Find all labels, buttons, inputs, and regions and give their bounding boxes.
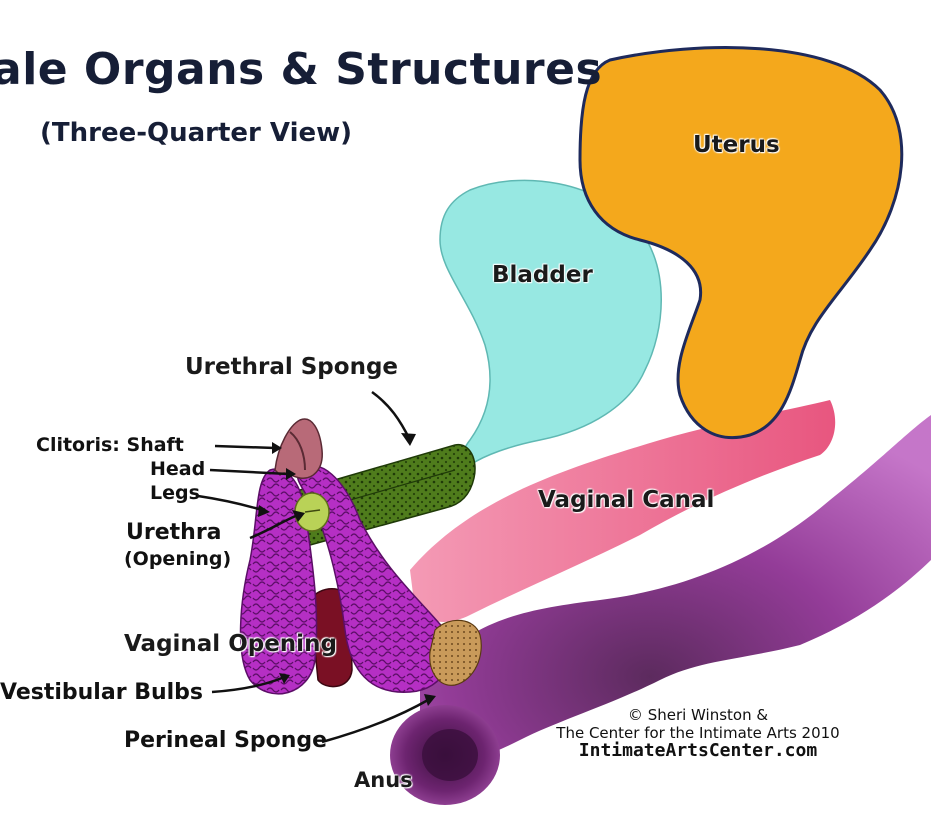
label-vaginal-canal: Vaginal Canal <box>538 487 714 513</box>
label-perineal-sponge: Perineal Sponge <box>124 728 327 753</box>
arrow-clitoris-shaft <box>215 446 275 448</box>
credit-line-1: © Sheri Winston & <box>548 706 848 724</box>
label-vestibular-bulbs: Vestibular Bulbs <box>0 680 203 705</box>
label-urethra-opening: (Opening) <box>124 548 231 570</box>
label-uterus: Uterus <box>693 132 780 158</box>
credit-url: IntimateArtsCenter.com <box>548 742 848 760</box>
copyright-credit: © Sheri Winston & The Center for the Int… <box>548 706 848 760</box>
label-vaginal-opening: Vaginal Opening <box>124 631 337 657</box>
label-anus: Anus <box>354 768 413 792</box>
label-clitoris-legs: Legs <box>150 482 200 504</box>
page-title: ale Organs & Structures <box>0 44 602 95</box>
arrow-urethral-sponge <box>372 392 410 440</box>
clitoris-shaft-shape <box>275 419 322 478</box>
label-clitoris-shaft: Clitoris: Shaft <box>36 434 184 456</box>
arrow-clitoris-legs <box>198 496 262 510</box>
label-clitoris-head: Head <box>150 458 205 480</box>
page-subtitle: (Three-Quarter View) <box>40 118 352 148</box>
label-bladder: Bladder <box>492 262 593 288</box>
label-urethra: Urethra <box>126 520 222 545</box>
label-urethral-sponge: Urethral Sponge <box>185 354 398 380</box>
